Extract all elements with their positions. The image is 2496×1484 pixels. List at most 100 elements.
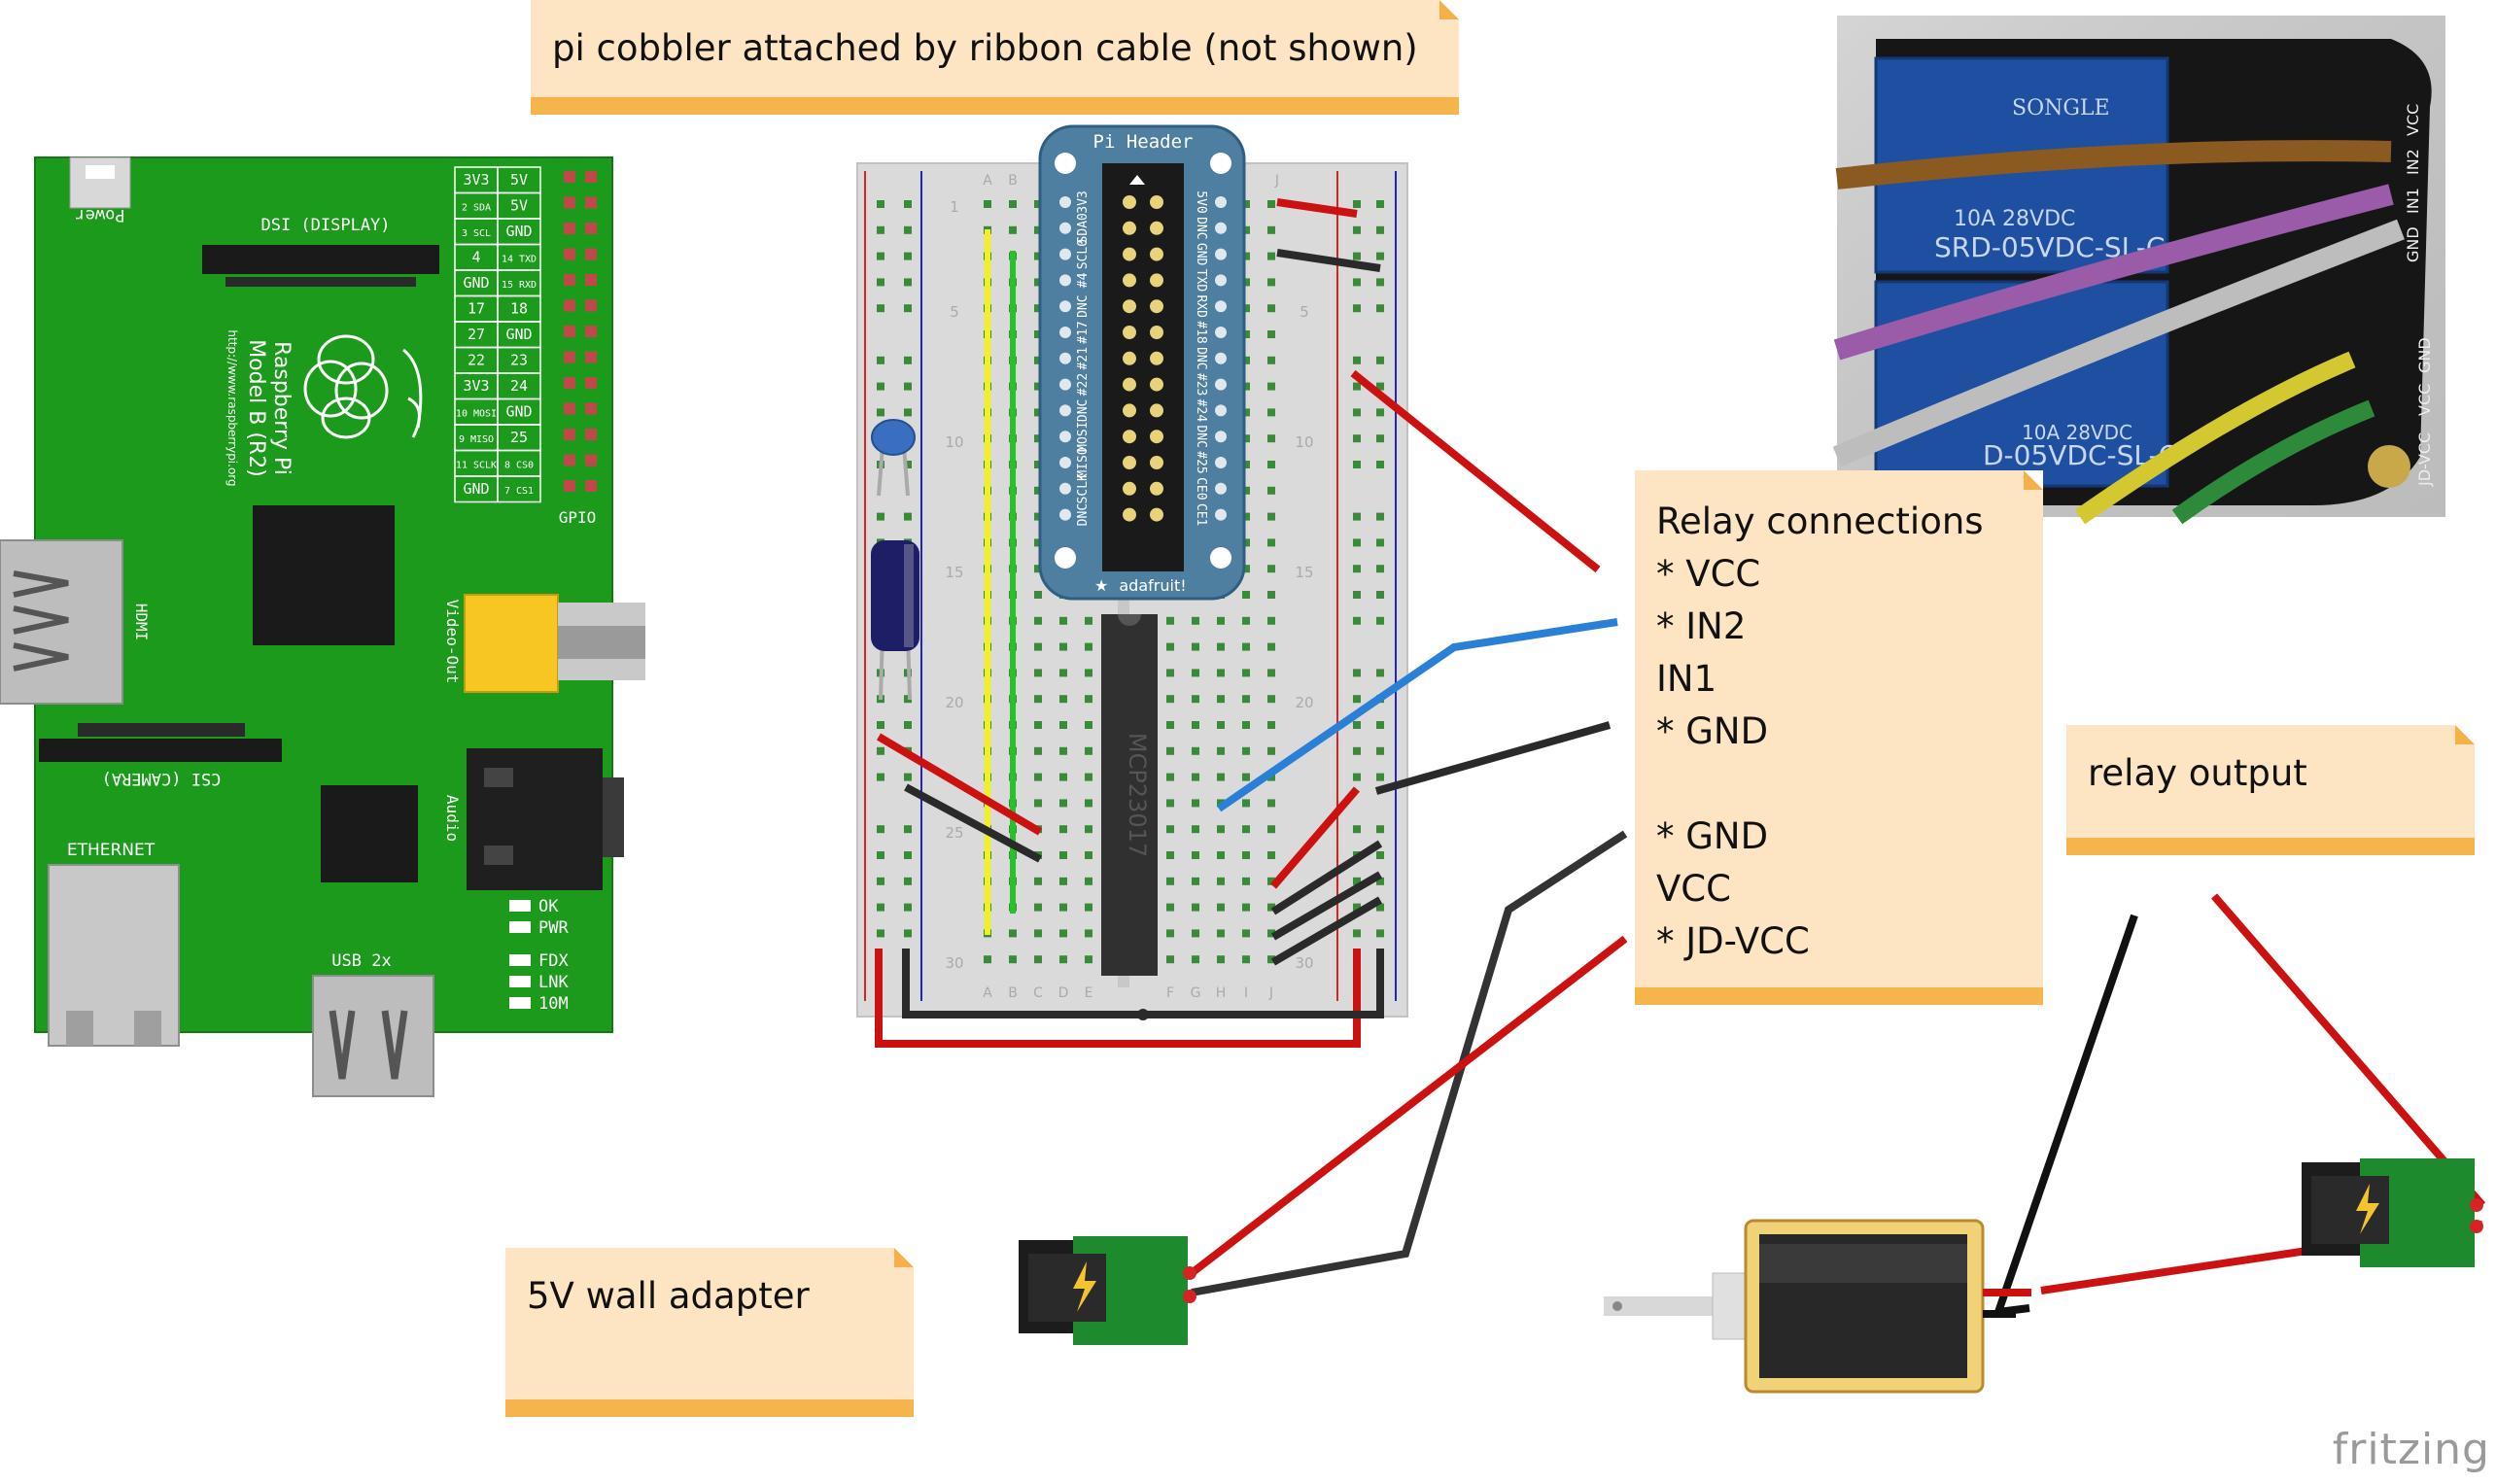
relay-connections-note[interactable]: Relay connections * VCC * IN2 IN1 * GND … — [1635, 470, 2043, 1005]
gpio-pin — [564, 171, 575, 183]
breadboard-hole — [1059, 746, 1067, 755]
breadboard-hole — [1034, 486, 1042, 495]
breadboard-hole — [1034, 721, 1042, 729]
rail-hole — [904, 461, 912, 468]
row-number-20: 20 — [945, 694, 963, 711]
cobbler-left-label: 3V3 — [1076, 190, 1091, 213]
breadboard-hole — [1166, 799, 1174, 808]
cobbler-left-label: DNC — [1076, 503, 1091, 526]
breadboard-hole — [1166, 903, 1174, 912]
cobbler-pin — [1150, 351, 1163, 365]
breadboard-hole — [1267, 591, 1275, 599]
breadboard-hole — [1267, 225, 1275, 234]
breadboard-hole — [1059, 773, 1067, 781]
rail-hole — [877, 252, 884, 260]
breadboard-hole — [1034, 538, 1042, 547]
solenoid — [1604, 1219, 2031, 1394]
cobbler-pin — [1150, 195, 1163, 209]
rail-hole — [1353, 903, 1361, 912]
led-label: PWR — [538, 918, 569, 938]
rail-hole — [1353, 825, 1361, 834]
row-number-30: 30 — [945, 954, 963, 972]
rail-hole — [877, 278, 884, 287]
gpio-cell-label: 23 — [510, 352, 528, 369]
breadboard-hole — [1034, 746, 1042, 755]
cobbler-right-label: CE0 — [1194, 477, 1208, 500]
cobbler-title: Pi Header — [1093, 131, 1194, 153]
breadboard-hole — [1242, 669, 1250, 677]
breadboard-hole — [1192, 929, 1199, 938]
breadboard-hole — [1267, 929, 1275, 938]
breadboard-hole — [1267, 903, 1275, 912]
breadboard-hole — [1085, 616, 1092, 625]
wall-adapter-text: 5V wall adapter — [527, 1275, 810, 1317]
cobbler-pin — [1123, 326, 1136, 339]
breadboard-hole — [1192, 721, 1199, 729]
gpio-label: GPIO — [559, 508, 597, 527]
breadboard-hole — [1034, 434, 1042, 443]
cobbler-left-label: #21 — [1076, 347, 1091, 369]
column-label-d-bottom: D — [1058, 985, 1069, 1001]
cobbler-pin — [1123, 430, 1136, 444]
rail-hole — [877, 903, 884, 912]
cobbler-side-pin — [1059, 222, 1071, 234]
breadboard-hole — [1059, 955, 1067, 964]
breadboard-hole — [1217, 642, 1225, 651]
cobbler-pin — [1123, 403, 1136, 418]
rail-hole — [904, 304, 912, 313]
breadboard-hole — [1166, 616, 1174, 625]
wall-adapter-note[interactable]: 5V wall adapter — [505, 1248, 914, 1417]
cobbler-pin — [1150, 481, 1163, 496]
relay-header-gnd: GND — [2404, 226, 2422, 262]
gpio-pin — [564, 377, 575, 389]
cobbler-side-pin — [1215, 300, 1227, 313]
gpio-pin — [585, 248, 597, 260]
breadboard-hole — [1034, 330, 1042, 338]
note-bar — [505, 1399, 914, 1417]
gpio-cell-label: 27 — [468, 326, 485, 343]
breadboard-hole — [1217, 669, 1225, 677]
cobbler-side-pin — [1059, 508, 1071, 521]
breadboard-hole — [1166, 955, 1174, 964]
power-jack-right — [2302, 1158, 2483, 1267]
breadboard-hole — [1242, 799, 1250, 808]
gpio-cell-label: GND — [463, 274, 489, 292]
gpio-pin — [564, 326, 575, 337]
column-label-g-bottom: G — [1191, 985, 1201, 1001]
cobbler-side-pin — [1059, 404, 1071, 417]
cobbler-left-label: MOSI — [1076, 422, 1091, 452]
csi-connector — [39, 739, 282, 762]
cobbler-side-pin — [1059, 327, 1071, 338]
relay-jd-vcc: JD-VCC — [2415, 432, 2434, 487]
breadboard-hole — [1085, 642, 1092, 651]
cobbler-note[interactable]: pi cobbler attached by ribbon cable (not… — [531, 0, 1459, 115]
cobbler-pin — [1123, 456, 1136, 469]
breadboard-hole — [1267, 538, 1275, 547]
rail-hole — [1353, 746, 1361, 755]
mcp23017-chip: MCP23017 — [1101, 614, 1158, 976]
breadboard-hole — [1166, 721, 1174, 729]
cobbler-side-pin — [1215, 404, 1227, 417]
rail-hole — [877, 200, 884, 208]
breadboard-hole — [1059, 669, 1067, 677]
rail-hole — [1353, 200, 1361, 208]
rail-hole — [877, 721, 884, 729]
breadboard-hole — [1034, 929, 1042, 938]
breadboard-hole — [1085, 903, 1092, 912]
relay-output-note[interactable]: relay output — [2066, 725, 2475, 855]
rail-hole — [1376, 616, 1384, 625]
breadboard-hole — [1034, 225, 1042, 234]
dsi-connector — [202, 245, 439, 274]
breadboard-hole — [1034, 799, 1042, 808]
cobbler-side-pin — [1059, 482, 1071, 495]
pi-model-name: Raspberry Pi — [269, 341, 294, 475]
row-number-5-right: 5 — [1300, 303, 1309, 321]
breadboard-hole — [1085, 721, 1092, 729]
rail-hole — [904, 200, 912, 208]
dsi-label: DSI (DISPLAY) — [260, 216, 390, 235]
relay-conn-in1: IN1 — [1656, 658, 1717, 700]
gpio-cell-label: 5V — [510, 171, 528, 189]
cobbler-pin — [1150, 403, 1163, 418]
breadboard-hole — [1192, 799, 1199, 808]
